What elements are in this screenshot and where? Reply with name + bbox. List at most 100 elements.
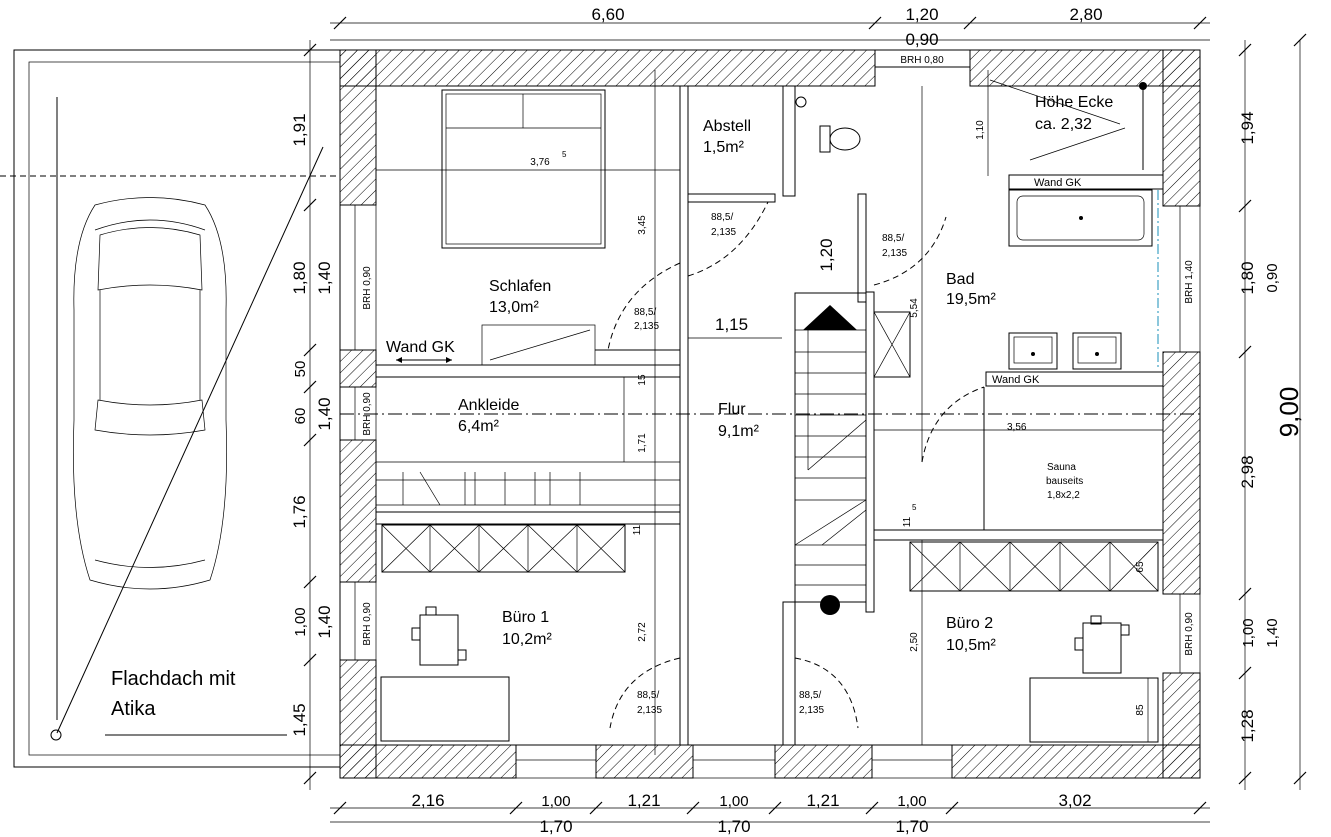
dim-120: 1,20: [817, 238, 836, 271]
sauna-label-2: bauseits: [1046, 476, 1083, 487]
office-chair-icon: [411, 606, 467, 666]
bathtub-icon: [1008, 189, 1153, 247]
dim-right-3: 2,98: [1238, 455, 1257, 488]
dim-bottom-3: 1,21: [627, 791, 660, 810]
dim-top-1: 6,60: [591, 5, 624, 24]
room-flur-name: Flur: [718, 401, 746, 418]
dim-171: 1,71: [637, 433, 648, 453]
dim-11: 11: [632, 524, 643, 535]
door-arcs: [607, 201, 985, 729]
hoehe-ecke-label-1: Höhe Ecke: [1035, 94, 1113, 111]
door-abstell-h: 2,135: [711, 227, 736, 238]
room-ankleide-name: Ankleide: [458, 397, 519, 414]
sauna-label-1: Sauna: [1047, 462, 1076, 473]
dim-left-5: 1,76: [290, 495, 309, 528]
dim-250: 2,50: [909, 632, 920, 652]
dim-left-7: 1,45: [290, 703, 309, 736]
dim-left-6: 1,00: [292, 607, 309, 636]
office-chair-icon-2: [1074, 615, 1130, 674]
room-buero1-name: Büro 1: [502, 609, 549, 626]
room-buero2-area: 10,5m²: [946, 637, 996, 654]
staircase: [794, 292, 867, 615]
dim-bottom-inner-2: 1,70: [717, 817, 750, 836]
bed-icon: [441, 89, 606, 249]
dim-bottom-5: 1,21: [806, 791, 839, 810]
wand-gk-label-1: Wand GK: [386, 339, 455, 356]
dim-right-inner-2: 1,40: [1264, 618, 1281, 647]
windows: [354, 204, 1201, 779]
door-bad-h: 2,135: [882, 248, 907, 259]
dim-110: 1,10: [975, 120, 986, 140]
dim-left-inner-2: 1,40: [315, 397, 334, 430]
room-schlafen-name: Schlafen: [489, 278, 551, 295]
car-icon: [72, 197, 228, 590]
dim-115: 1,15: [715, 315, 748, 334]
door-buero1-h: 2,135: [637, 705, 662, 716]
door-buero2-w: 88,5/: [799, 690, 821, 701]
shaft: [873, 311, 911, 378]
dim-376-sup: 5: [562, 150, 567, 159]
dim-15: 15: [637, 374, 648, 386]
room-ankleide-area: 6,4m²: [458, 418, 500, 435]
dim-345: 3,45: [637, 215, 648, 235]
door-abstell-w: 88,5/: [711, 212, 733, 223]
flat-roof-label-1: Flachdach mit: [111, 668, 236, 690]
room-buero1-area: 10,2m²: [502, 631, 552, 648]
dimension-lines: [303, 16, 1307, 823]
room-schlafen-area: 13,0m²: [489, 299, 539, 316]
dim-top-2: 1,20: [905, 5, 938, 24]
flat-roof-area: [0, 49, 341, 768]
brh-label-right-2: BRH 0,90: [1184, 612, 1195, 656]
cabinet-row-buero1: [381, 524, 626, 573]
dim-376: 3,76: [530, 157, 550, 168]
dim-left-2: 1,80: [290, 261, 309, 294]
desk-buero2: [1029, 677, 1159, 743]
door-schlafen-h: 2,135: [634, 321, 659, 332]
brh-label-left-1: BRH 0,90: [362, 266, 373, 310]
exterior-walls: [339, 49, 1201, 779]
room-flur-area: 9,1m²: [718, 423, 760, 440]
desk-buero1: [380, 676, 510, 742]
dim-right-1: 1,94: [1238, 111, 1257, 144]
dim-left-3: 50: [292, 361, 309, 378]
dim-top-brh: BRH 0,80: [900, 55, 944, 66]
dim-11-right: 11: [902, 516, 913, 527]
dim-left-4: 60: [292, 408, 309, 425]
dim-right-2: 1,80: [1238, 261, 1257, 294]
dim-272: 2,72: [637, 622, 648, 642]
toilet-icon: [819, 125, 861, 153]
dim-bottom-2: 1,00: [541, 793, 570, 810]
room-bad-name: Bad: [946, 271, 974, 288]
room-abstell-area: 1,5m²: [703, 139, 745, 156]
dim-bottom-7: 3,02: [1058, 791, 1091, 810]
door-buero1-w: 88,5/: [637, 690, 659, 701]
room-bad-area: 19,5m²: [946, 291, 996, 308]
dim-65: 65: [1135, 561, 1146, 573]
dim-right-5: 1,28: [1238, 709, 1257, 742]
wardrobe: [376, 471, 680, 506]
sink-icons: [1008, 332, 1122, 370]
room-abstell-name: Abstell: [703, 118, 751, 135]
wand-gk-label-2: Wand GK: [1034, 177, 1082, 189]
door-schlafen-w: 88,5/: [634, 307, 656, 318]
wand-gk-label-3: Wand GK: [992, 374, 1040, 386]
dim-top-3: 2,80: [1069, 5, 1102, 24]
dim-85: 85: [1135, 704, 1146, 716]
dim-bottom-inner-1: 1,70: [539, 817, 572, 836]
flat-roof-label-2: Atika: [111, 698, 156, 720]
room-buero2-name: Büro 2: [946, 615, 993, 632]
dim-bottom-1: 2,16: [411, 791, 444, 810]
dim-11-sup: 5: [912, 503, 917, 512]
door-bad-w: 88,5/: [882, 233, 904, 244]
door-buero2-h: 2,135: [799, 705, 824, 716]
brh-label-left-3: BRH 0,90: [362, 602, 373, 646]
hoehe-ecke-label-2: ca. 2,32: [1035, 116, 1092, 133]
dim-554: 5,54: [909, 298, 920, 318]
dim-right-inner-1: 0,90: [1264, 263, 1281, 292]
dim-right-total: 9,00: [1274, 387, 1304, 438]
dim-left-inner-1: 1,40: [315, 261, 334, 294]
sauna-label-3: 1,8x2,2: [1047, 490, 1080, 501]
dim-top-4: 0,90: [905, 30, 938, 49]
brh-label-right-1: BRH 1,40: [1184, 260, 1195, 304]
